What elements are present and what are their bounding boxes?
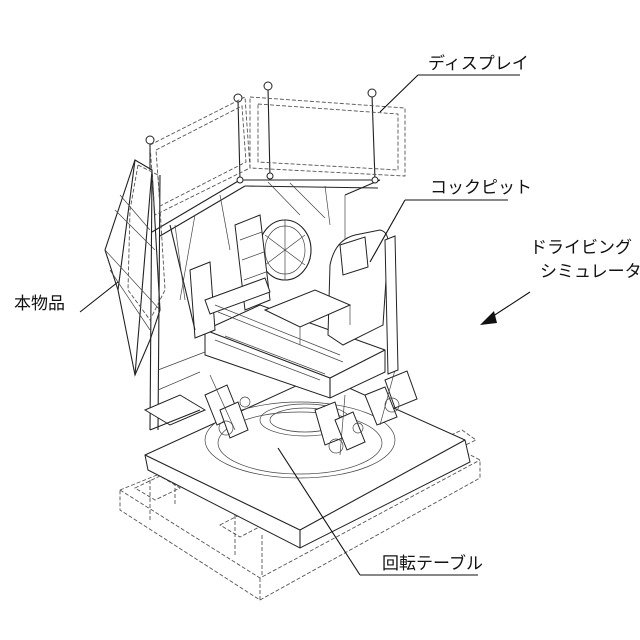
rotary-table: [145, 375, 470, 548]
label-rotary-table: 回転テーブル: [382, 556, 483, 573]
label-simulator-line1: ドライビング: [530, 240, 632, 257]
label-simulator-line2: シミュレータ: [540, 264, 640, 281]
leader-display: [380, 75, 418, 112]
label-main-body: 本物品: [14, 296, 65, 313]
arrow-head: [480, 311, 497, 325]
label-cockpit: コックピット: [430, 180, 532, 197]
label-display: ディスプレイ: [428, 56, 529, 73]
leader-main-body: [80, 282, 118, 312]
